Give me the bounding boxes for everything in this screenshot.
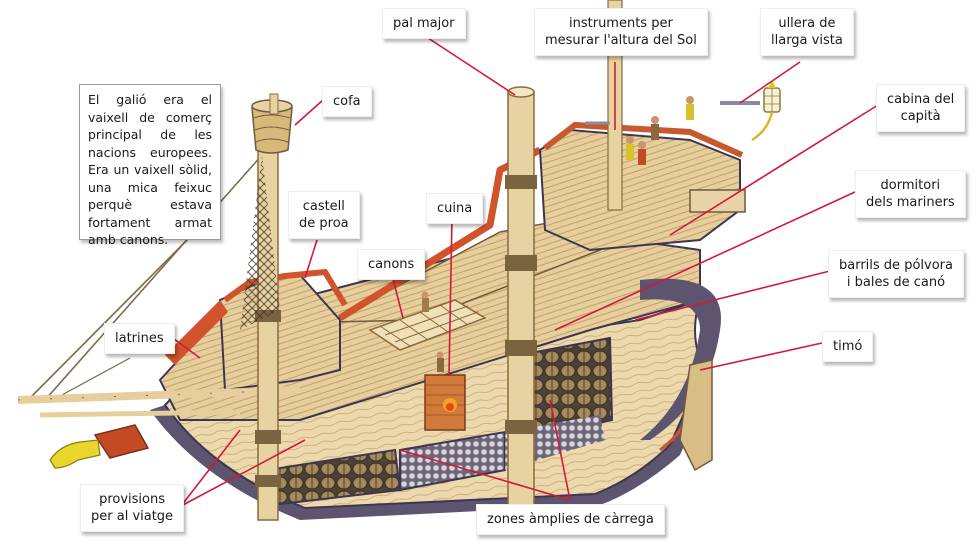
label-text: cofa [333,94,361,109]
leader-ullera [739,61,801,104]
leader-dormitori [554,191,856,331]
label-cofa: cofa [322,86,372,117]
label-dormitori: dormitori dels mariners [855,170,966,218]
label-text: ullera de [778,16,836,31]
label-text: i bales de canó [846,275,946,290]
label-text: pal major [393,16,455,31]
leader-provisions-1 [180,429,241,507]
leader-cofa [294,99,324,126]
leader-lines [169,37,879,507]
leader-barrils [634,270,831,321]
leader-canons [392,278,404,319]
spritsail-yard [39,409,241,418]
label-provisions: provisions per al viatge [80,484,185,532]
label-text: de proa [299,216,349,231]
label-instruments: instruments per mesurar l'altura del Sol [534,8,708,56]
label-timo: timó [822,331,874,362]
label-text: latrines [115,331,164,346]
galley-stove [424,374,466,431]
label-text: dels mariners [866,195,955,210]
label-text: instruments per [569,16,673,31]
label-text: dormitori [880,178,941,193]
label-castell: castell de proa [288,191,360,239]
label-text: castell [302,199,345,214]
label-cabina: cabina del capità [876,84,966,132]
leader-cabina [669,104,879,236]
rudder [679,359,713,472]
leader-provisions-2 [180,439,306,507]
bowsprit [17,386,301,404]
forecastle-rail [223,268,348,307]
label-latrines: latrines [104,323,175,354]
sterncastle-rail [543,121,744,158]
info-box: El galió era el vaixell de comerç princi… [79,84,221,247]
label-text: llarga vista [771,33,843,48]
label-cuina: cuina [426,193,484,224]
bow-block [93,424,150,459]
figurehead-icon [49,439,101,469]
stern-lantern-icon [751,80,781,142]
label-text: cabina del [887,92,955,107]
stern-gallery [689,189,746,213]
leader-zones-2 [549,399,571,501]
leader-cuina [448,216,453,376]
leader-castell [304,239,318,279]
label-pal-major: pal major [382,8,466,39]
crew-figures [421,96,694,372]
leader-latrines [169,335,201,359]
leader-zones-1 [399,449,571,501]
label-text: timó [833,339,863,354]
label-barrils: barrils de pólvora i bales de canó [828,250,964,298]
main-mast [505,86,537,513]
label-ullera: ullera de llarga vista [760,8,854,56]
stern-hull [640,278,721,440]
label-text: zones àmplies de càrrega [487,512,654,527]
shrouds-net [240,155,280,330]
leader-timo [699,342,823,371]
leader-pal-major [427,37,516,96]
label-text: cuina [437,201,473,216]
label-text: barrils de pólvora [839,258,953,273]
bow-rail [165,300,228,365]
label-text: capità [900,109,941,124]
label-zones: zones àmplies de càrrega [476,504,665,535]
bowsprit-rigging [29,154,263,401]
label-canons: canons [357,249,426,280]
label-text: mesurar l'altura del Sol [545,33,697,48]
crows-nest [251,93,293,154]
label-text: per al viatge [91,509,174,524]
label-text: provisions [99,492,165,507]
label-text: canons [368,257,415,272]
